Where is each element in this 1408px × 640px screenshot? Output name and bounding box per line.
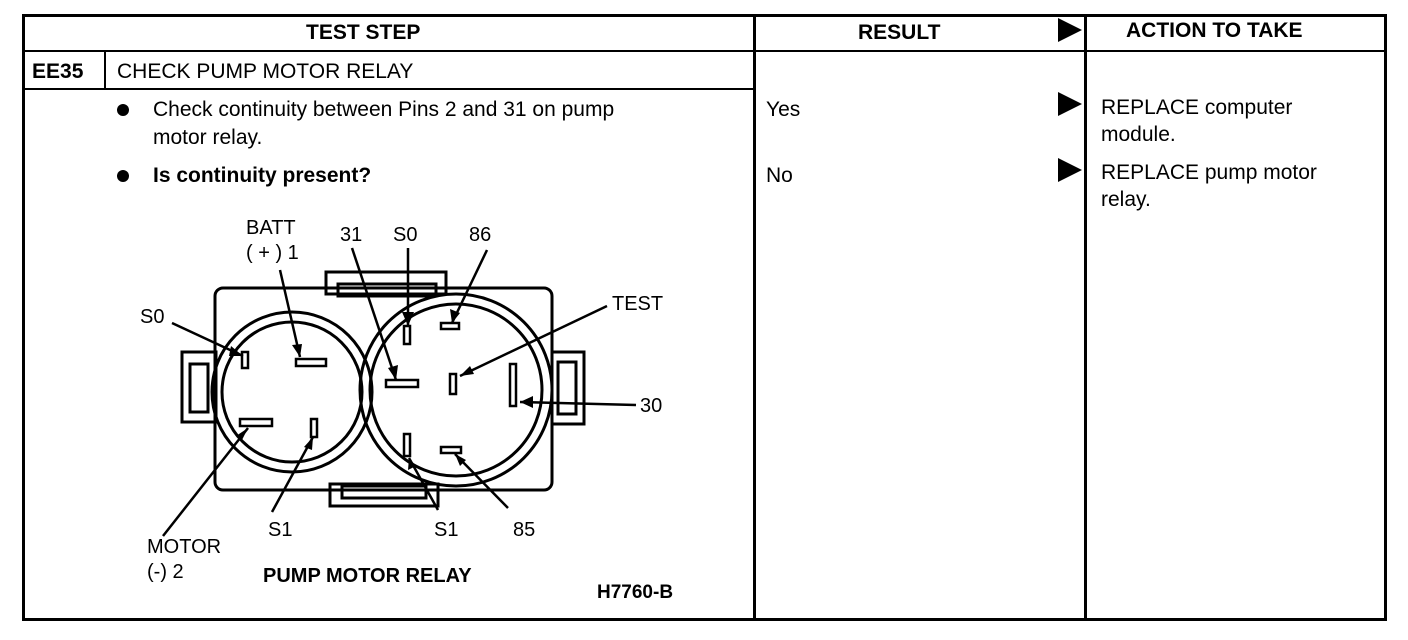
label-pin-86: 86: [469, 224, 491, 246]
table-bottom-border: [22, 618, 1386, 621]
label-motor: MOTOR: [147, 536, 221, 558]
pin-s0-left: [240, 350, 250, 370]
result-yes: Yes: [766, 98, 801, 121]
table-left-border: [22, 14, 25, 621]
header-action-to-take: ACTION TO TAKE: [1126, 19, 1303, 42]
label-pin-30: 30: [640, 395, 662, 417]
bottom-tab-inner: [340, 484, 428, 500]
column-divider-action: [1084, 14, 1087, 621]
pin-batt: [294, 357, 328, 368]
top-tab: [324, 270, 448, 296]
step-title: CHECK PUMP MOTOR RELAY: [117, 60, 414, 83]
header-bottom-rule: [22, 50, 1386, 52]
pin-30: [508, 362, 518, 408]
left-socket: [210, 310, 374, 474]
label-batt-pin: ( + ) 1: [246, 242, 299, 264]
pin-s1-right: [402, 432, 412, 458]
action-no-line-1: REPLACE pump motor: [1101, 161, 1317, 184]
action-no-line-2: relay.: [1101, 188, 1151, 211]
pin-31: [384, 378, 420, 389]
right-socket: [358, 292, 554, 488]
right-latch-inner: [556, 360, 578, 416]
instruction-1-line-1: Check continuity between Pins 2 and 31 o…: [153, 98, 615, 121]
label-pin-85: 85: [513, 519, 535, 541]
action-yes-line-1: REPLACE computer: [1101, 96, 1293, 119]
right-socket-inner: [368, 302, 544, 478]
header-result: RESULT: [858, 21, 941, 44]
result-no: No: [766, 164, 793, 187]
column-divider-result: [753, 14, 756, 621]
label-s0-left: S0: [140, 306, 164, 328]
label-batt: BATT: [246, 217, 296, 239]
bottom-tab: [328, 482, 440, 508]
instruction-1-line-2: motor relay.: [153, 126, 263, 149]
diagram-title: PUMP MOTOR RELAY: [263, 565, 472, 587]
header-arrow-icon: [1058, 18, 1082, 42]
label-s1-right: S1: [434, 519, 458, 541]
step-code-divider: [104, 52, 106, 89]
action-yes-line-2: module.: [1101, 123, 1176, 146]
label-s1-left: S1: [268, 519, 292, 541]
left-latch-inner: [188, 362, 210, 414]
arrow-yes-icon: [1058, 92, 1082, 116]
label-test: TEST: [612, 293, 663, 315]
pin-test: [448, 372, 458, 396]
left-socket-inner: [220, 320, 364, 464]
pin-85: [439, 445, 463, 455]
table-right-border: [1384, 14, 1387, 621]
bullet-icon: [117, 170, 129, 182]
instruction-2-question: Is continuity present?: [153, 164, 372, 187]
pin-s0-top: [402, 324, 412, 346]
left-latch: [180, 350, 218, 424]
figure-id: H7760-B: [597, 582, 673, 603]
label-pin-31: 31: [340, 224, 362, 246]
step-code: EE35: [32, 60, 84, 83]
bullet-icon: [117, 104, 129, 116]
pin-s1-left: [309, 417, 319, 439]
step-title-bottom-rule: [22, 88, 755, 90]
table-top-border: [22, 14, 1386, 17]
pin-motor: [238, 417, 274, 428]
top-tab-inner: [336, 282, 438, 298]
label-motor-pin: (-) 2: [147, 561, 184, 583]
arrow-no-icon: [1058, 158, 1082, 182]
pin-86: [439, 321, 461, 331]
label-s0-top: S0: [393, 224, 417, 246]
header-test-step: TEST STEP: [306, 21, 421, 44]
